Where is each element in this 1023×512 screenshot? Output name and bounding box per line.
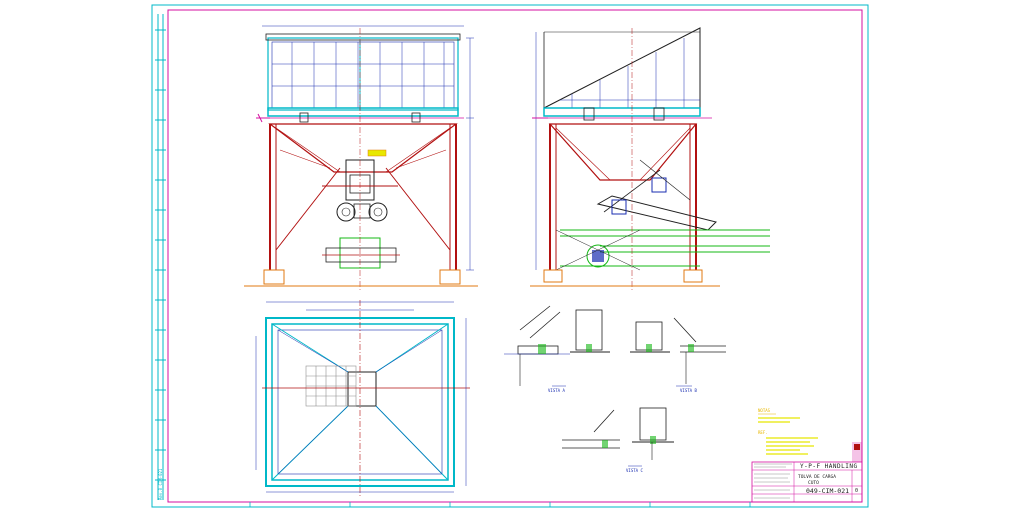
detail-a-label: VISTA A bbox=[548, 388, 565, 393]
drawing-title-line2: CUTO bbox=[808, 480, 819, 486]
detail-c: VISTA C bbox=[562, 407, 674, 473]
detail-c-label: VISTA C bbox=[626, 468, 643, 473]
sheet-border bbox=[151, 4, 869, 508]
title-block: Y-P-F HANDLING TOLVA DE CARGA CUTO 049-C… bbox=[751, 442, 863, 503]
front-elevation-view bbox=[244, 25, 478, 290]
detail-a: VISTA A bbox=[504, 305, 570, 393]
notes-ref-heading: REF. bbox=[758, 430, 768, 435]
side-elevation-view bbox=[530, 27, 770, 290]
drawing-number: 049-CIM-021 bbox=[806, 487, 849, 495]
notes-block: NOTAS REF. bbox=[758, 408, 818, 455]
notes-heading: NOTAS bbox=[758, 408, 771, 413]
drawing-title-line1: TOLVA DE CARGA bbox=[798, 474, 836, 480]
detail-b-label: VISTA B bbox=[680, 388, 697, 393]
bottom-margin-ticks bbox=[249, 502, 751, 507]
detail-b: VISTA B bbox=[570, 309, 726, 393]
plan-view bbox=[255, 300, 470, 496]
company-name: Y-P-F HANDLING bbox=[800, 463, 858, 470]
left-margin-strip bbox=[155, 14, 166, 500]
left-margin-text: Rev.0 CIM-021 bbox=[158, 468, 163, 500]
revision-number: 0 bbox=[855, 488, 858, 494]
